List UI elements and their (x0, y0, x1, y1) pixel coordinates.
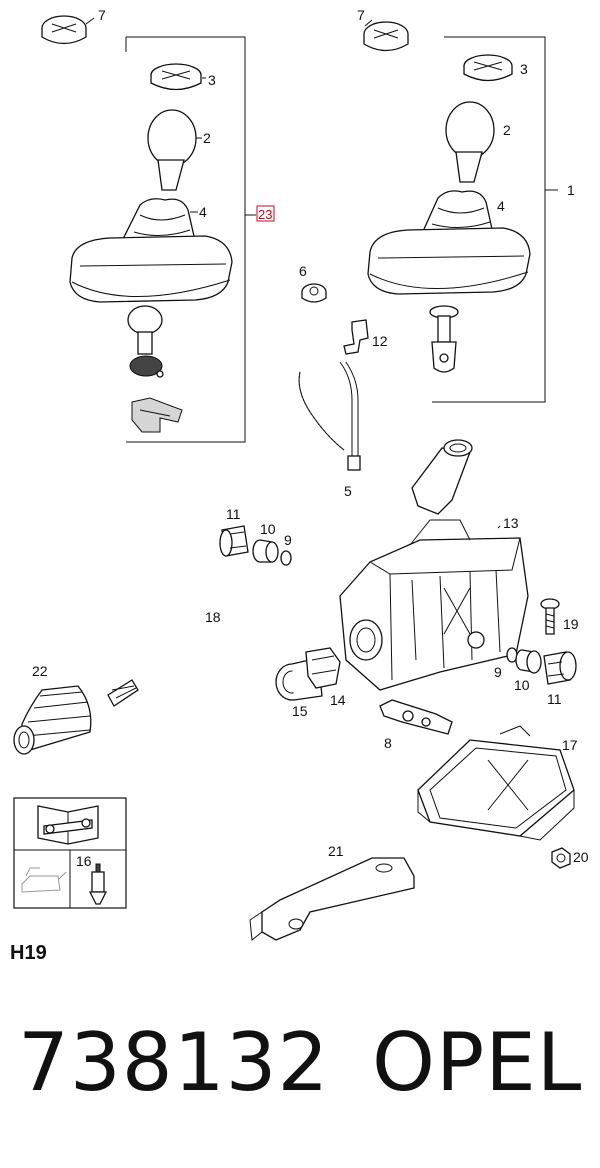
callout-19: 19 (563, 616, 579, 632)
right-gear-lever-assembly: 7 3 2 4 1 (357, 7, 575, 403)
callout-2-right: 2 (503, 122, 511, 138)
bolt-19-part: 19 (540, 598, 579, 635)
callout-9-left: 9 (284, 532, 292, 548)
left-shift-clip-part (131, 397, 183, 433)
left-knob-part (147, 109, 202, 191)
callout-18: 18 (205, 609, 221, 625)
left-cap-top-part (41, 15, 95, 45)
right-boot-part (367, 190, 531, 295)
callout-10-left: 10 (260, 521, 276, 537)
collar-14-part: 14 (305, 647, 346, 708)
service-info-box: 16 (13, 797, 127, 909)
left-boot-part (69, 198, 233, 303)
tray-17-part: 17 (417, 725, 578, 841)
callout-5: 5 (344, 483, 352, 499)
callout-16: 16 (76, 853, 92, 869)
callout-11-right: 11 (547, 691, 562, 707)
sleeve-10-right-part: 10 (514, 649, 542, 693)
callout-4-left: 4 (199, 204, 207, 220)
callout-10-right: 10 (514, 677, 530, 693)
ring-9-left-part: 9 (280, 532, 292, 566)
sleeve-10-left-part: 10 (252, 521, 279, 563)
grease-cartridge-16-icon: 16 (76, 853, 108, 905)
callout-21: 21 (328, 843, 344, 859)
shift-cable-18-part: 18 (107, 439, 473, 707)
nut-6-part: 6 (299, 263, 327, 303)
callout-7-right: 7 (357, 7, 365, 23)
cable-tie-5-part: 5 (298, 361, 361, 499)
callout-23-link[interactable]: 23 (258, 207, 272, 222)
callout-2-left: 2 (203, 130, 211, 146)
callout-9-right: 9 (494, 664, 502, 680)
callout-22: 22 (32, 663, 48, 679)
right-knob-part (445, 101, 495, 183)
shift-housing-13-part: 13 (339, 515, 529, 691)
repair-manual-icon (37, 805, 99, 845)
lubricant-can-icon (21, 867, 67, 893)
diagram-code-label: H19 (10, 942, 47, 964)
link-8-part: 8 (379, 699, 453, 751)
callout-20: 20 (573, 849, 589, 865)
callout-17: 17 (562, 737, 578, 753)
bushing-11-left-part: 11 (219, 506, 249, 557)
brand-name: OPEL (372, 1016, 583, 1109)
callout-11-left: 11 (226, 506, 241, 522)
nut-20-part: 20 (551, 847, 589, 869)
callout-14: 14 (330, 692, 346, 708)
part-number: 738132 (18, 1016, 330, 1109)
left-lever-shaft-part (127, 305, 164, 378)
callout-3-right: 3 (520, 61, 528, 77)
callout-4-right: 4 (497, 198, 505, 214)
left-gear-lever-kit: 7 3 2 4 23 (41, 7, 275, 443)
callout-12: 12 (372, 333, 388, 349)
right-cap-knob-part (463, 54, 513, 82)
callout-23-highlight-box (256, 205, 275, 222)
callout-6: 6 (299, 263, 307, 279)
left-cap-knob-part (150, 63, 206, 91)
boot-22-part: 22 (13, 663, 92, 755)
callout-1: 1 (567, 182, 575, 198)
callout-8: 8 (384, 735, 392, 751)
right-cap-top-part (363, 19, 409, 52)
callout-3-left: 3 (208, 72, 216, 88)
clip-12-part: 12 (343, 319, 388, 355)
bushing-11-right-part: 11 (543, 651, 577, 707)
right-lever-stem-part (429, 305, 459, 373)
bracket-21-part: 21 (249, 843, 415, 941)
callout-13: 13 (503, 515, 519, 531)
callout-7-left: 7 (98, 7, 106, 23)
exploded-parts-diagram: 7 3 2 4 23 (13, 7, 589, 941)
callout-15: 15 (292, 703, 308, 719)
